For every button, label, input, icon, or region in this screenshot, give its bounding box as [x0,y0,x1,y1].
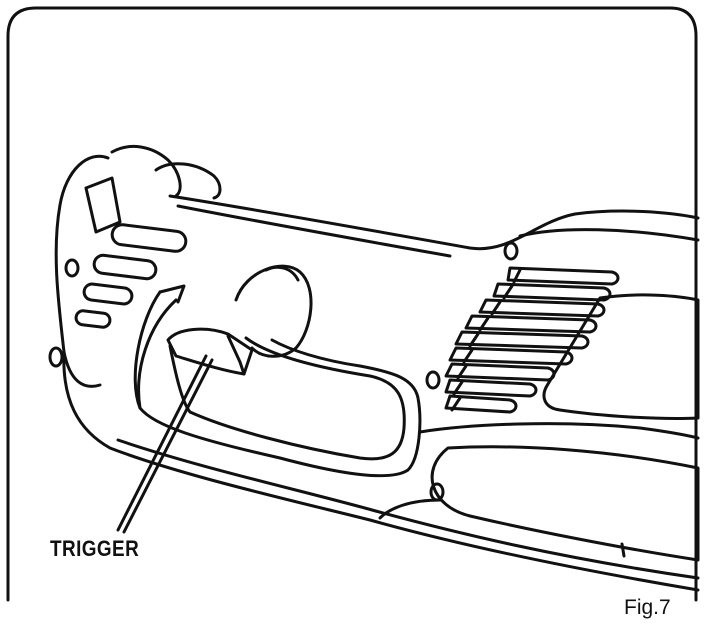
handle-opening-inner [188,336,406,461]
nose-cap [54,154,110,388]
screw-lower [429,482,445,502]
nose-slot-2 [92,253,158,281]
nose-ring [110,145,182,198]
lower-curve [378,498,442,520]
body-lower-inner [116,438,700,580]
trigger-label: TRIGGER [50,536,140,561]
trigger-side [226,334,246,376]
screw-upper [503,241,519,261]
nose-slot-1 [110,223,188,253]
grip-louvers [444,266,620,414]
figure-number: Fig.7 [624,596,671,619]
screw-handle [425,370,441,390]
handle-rib [137,298,178,410]
side-panel-window [542,293,700,421]
nose-top-lip [154,162,222,200]
small-mark [620,542,626,558]
nose-slot-3 [82,282,134,306]
nose-slot-4 [74,309,112,329]
screw-nose-2 [48,346,64,368]
trigger-leader-line [116,354,208,532]
rear-edge [518,228,700,242]
body-top-edge [168,194,700,251]
grip-bump-inner [264,265,300,282]
body-mid-divider [418,422,700,440]
figure-border [6,6,698,602]
trigger-shape [166,327,254,376]
front-latch [84,176,122,234]
guard-hook [158,284,186,304]
grip-bump [234,264,313,358]
body-front-edge [62,350,700,592]
lower-panel [430,445,700,562]
body-top-inner [176,204,452,258]
trigger-leader-line-2 [122,358,214,534]
screw-nose-1 [64,258,80,278]
